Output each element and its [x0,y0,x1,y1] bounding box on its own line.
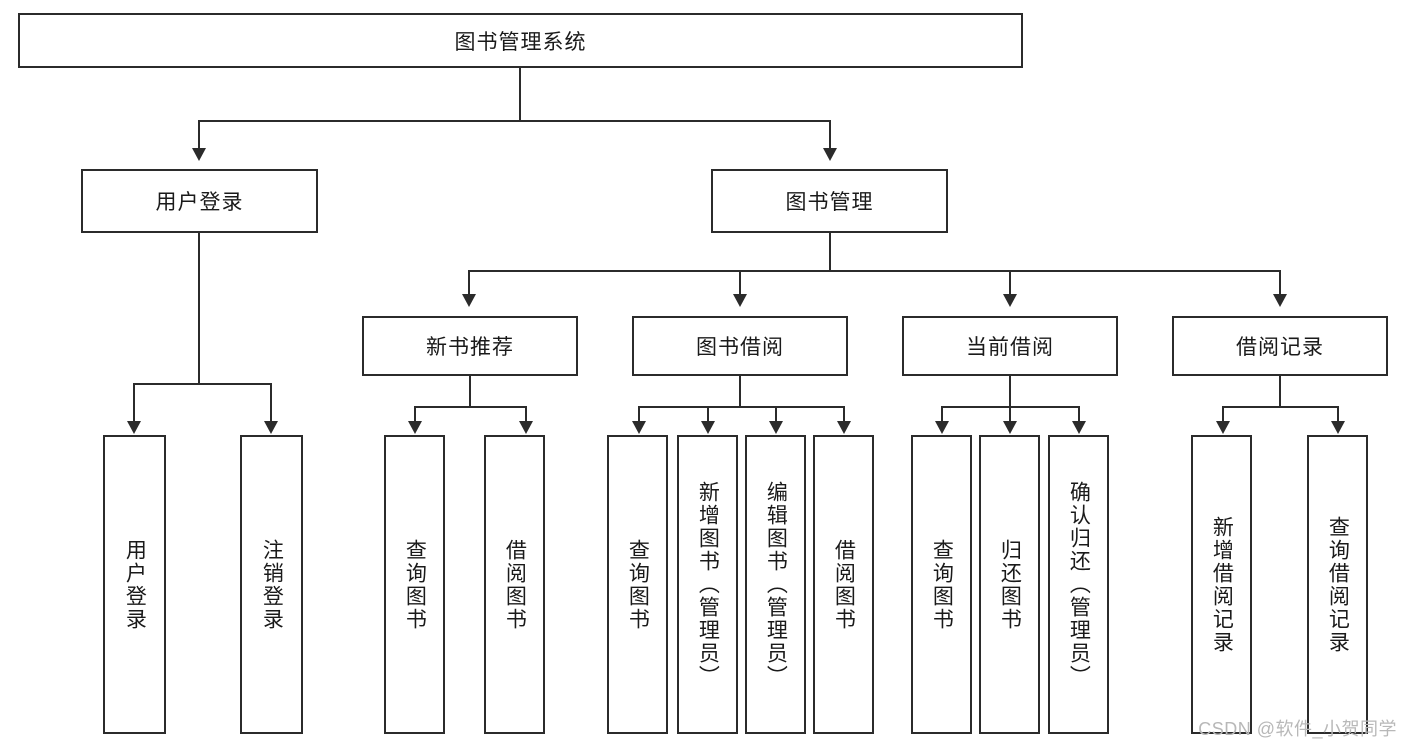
connector-root-to-bookmgmt [829,120,831,149]
arrowhead-currentborrow-leaf1 [935,421,949,434]
connector-bookborrow-leaf2 [707,406,709,422]
arrowhead-bookborrow-leaf3 [769,421,783,434]
node-book-management[interactable]: 图书管理 [711,169,948,233]
connector-root-to-login [198,120,200,149]
arrowhead-bookmgmt-to-current [1003,294,1017,307]
leaf-currentborrow-query-books[interactable]: 查询图书 [911,435,972,734]
node-user-login[interactable]: 用户登录 [81,169,318,233]
connector-borrowrecord-stem [1279,376,1281,406]
arrowhead-bookmgmt-to-new [462,294,476,307]
leaf-borrowrecord-query-record[interactable]: 查询借阅记录 [1307,435,1368,734]
node-label: 新增图书（管理员） [696,481,720,688]
arrowhead-bookmgmt-to-borrow [733,294,747,307]
arrowhead-newbook-leaf2 [519,421,533,434]
node-new-book-recommend[interactable]: 新书推荐 [362,316,578,376]
node-label: 用户登录 [123,538,147,631]
arrowhead-root-to-login [192,148,206,161]
node-label: 查询图书 [930,538,954,631]
connector-currentborrow-leaf2 [1009,406,1011,422]
connector-currentborrow-stem [1009,376,1011,406]
arrowhead-root-to-bookmgmt [823,148,837,161]
node-label: 新增借阅记录 [1210,515,1234,654]
connector-login-leaf2 [270,383,272,422]
node-current-borrow[interactable]: 当前借阅 [902,316,1118,376]
leaf-bookborrow-add-book-admin[interactable]: 新增图书（管理员） [677,435,738,734]
leaf-bookborrow-query-books[interactable]: 查询图书 [607,435,668,734]
node-label: 确认归还（管理员） [1067,481,1091,688]
arrowhead-bookborrow-leaf2 [701,421,715,434]
arrowhead-currentborrow-leaf3 [1072,421,1086,434]
arrowhead-bookmgmt-to-record [1273,294,1287,307]
connector-borrowrecord-leaf1 [1222,406,1224,422]
leaf-newbook-borrow-books[interactable]: 借阅图书 [484,435,545,734]
connector-login-leaf1 [133,383,135,422]
leaf-currentborrow-confirm-return-admin[interactable]: 确认归还（管理员） [1048,435,1109,734]
connector-currentborrow-leaf3 [1078,406,1080,422]
connector-root-stem [519,68,521,120]
connector-bookmgmt-to-new [468,270,470,295]
connector-login-bus [133,383,271,385]
arrowhead-login-leaf1 [127,421,141,434]
connector-borrowrecord-leaf2 [1337,406,1339,422]
arrowhead-login-leaf2 [264,421,278,434]
node-label: 图书借阅 [696,336,784,359]
leaf-bookborrow-edit-book-admin[interactable]: 编辑图书（管理员） [745,435,806,734]
node-label: 图书管理 [785,191,874,214]
connector-bookmgmt-to-record [1279,270,1281,295]
connector-bookmgmt-stem [829,233,831,270]
arrowhead-bookborrow-leaf4 [837,421,851,434]
node-label: 查询图书 [626,538,650,631]
arrowhead-currentborrow-leaf2 [1003,421,1017,434]
node-root-system[interactable]: 图书管理系统 [18,13,1023,68]
arrowhead-bookborrow-leaf1 [632,421,646,434]
leaf-newbook-query-books[interactable]: 查询图书 [384,435,445,734]
connector-newbook-stem [469,376,471,406]
node-label: 编辑图书（管理员） [764,481,788,688]
node-label: 新书推荐 [426,336,514,359]
node-label: 查询借阅记录 [1326,515,1350,654]
connector-bookborrow-bus [638,406,845,408]
connector-bookmgmt-to-borrow [739,270,741,295]
connector-borrowrecord-bus [1222,406,1339,408]
connector-newbook-leaf2 [525,406,527,422]
node-label: 当前借阅 [966,336,1054,359]
node-borrow-record[interactable]: 借阅记录 [1172,316,1388,376]
node-label: 查询图书 [403,538,427,631]
node-book-borrow[interactable]: 图书借阅 [632,316,848,376]
leaf-logout[interactable]: 注销登录 [240,435,303,734]
connector-bookmgmt-bus [468,270,1280,272]
arrowhead-borrowrecord-leaf2 [1331,421,1345,434]
connector-root-bus [198,120,830,122]
node-label: 借阅图书 [832,538,856,631]
node-label: 图书管理系统 [454,30,587,54]
node-label: 用户登录 [155,191,244,214]
connector-currentborrow-leaf1 [941,406,943,422]
leaf-currentborrow-return-books[interactable]: 归还图书 [979,435,1040,734]
leaf-bookborrow-borrow-books[interactable]: 借阅图书 [813,435,874,734]
node-label: 借阅图书 [503,538,527,631]
leaf-borrowrecord-add-record[interactable]: 新增借阅记录 [1191,435,1252,734]
connector-bookmgmt-to-current [1009,270,1011,295]
node-label: 归还图书 [998,538,1022,631]
connector-bookborrow-leaf3 [775,406,777,422]
connector-newbook-leaf1 [414,406,416,422]
arrowhead-borrowrecord-leaf1 [1216,421,1230,434]
leaf-user-login[interactable]: 用户登录 [103,435,166,734]
connector-bookborrow-stem [739,376,741,406]
watermark: CSDN @软件_小贺同学 [1198,719,1397,739]
connector-newbook-bus [414,406,527,408]
connector-bookborrow-leaf1 [638,406,640,422]
arrowhead-newbook-leaf1 [408,421,422,434]
node-label: 借阅记录 [1236,336,1324,359]
connector-bookborrow-leaf4 [843,406,845,422]
node-label: 注销登录 [260,538,284,631]
connector-login-stem [198,233,200,383]
